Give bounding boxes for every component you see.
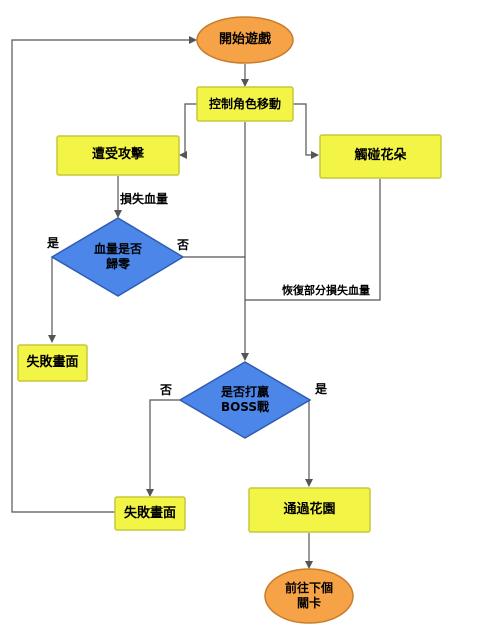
edge-fail-loop-to-start [11, 36, 197, 513]
node-next-shape [264, 568, 354, 624]
node-control-shape [196, 86, 294, 122]
edge-flower-recover [245, 179, 381, 301]
node-boss-shape [178, 361, 312, 439]
edge-boss-no-to-fail [146, 399, 180, 497]
edge-control-to-attacked [179, 103, 197, 159]
node-flower-shape [319, 134, 442, 179]
edge-control-to-flower [293, 103, 319, 159]
node-attacked-shape [56, 135, 180, 176]
node-fail-1-shape [17, 344, 88, 382]
node-start-shape [196, 16, 294, 64]
node-clear-shape [248, 487, 371, 533]
node-fail-2-shape [114, 496, 186, 531]
connectors [11, 36, 381, 569]
node-hp-zero-shape [50, 217, 185, 297]
